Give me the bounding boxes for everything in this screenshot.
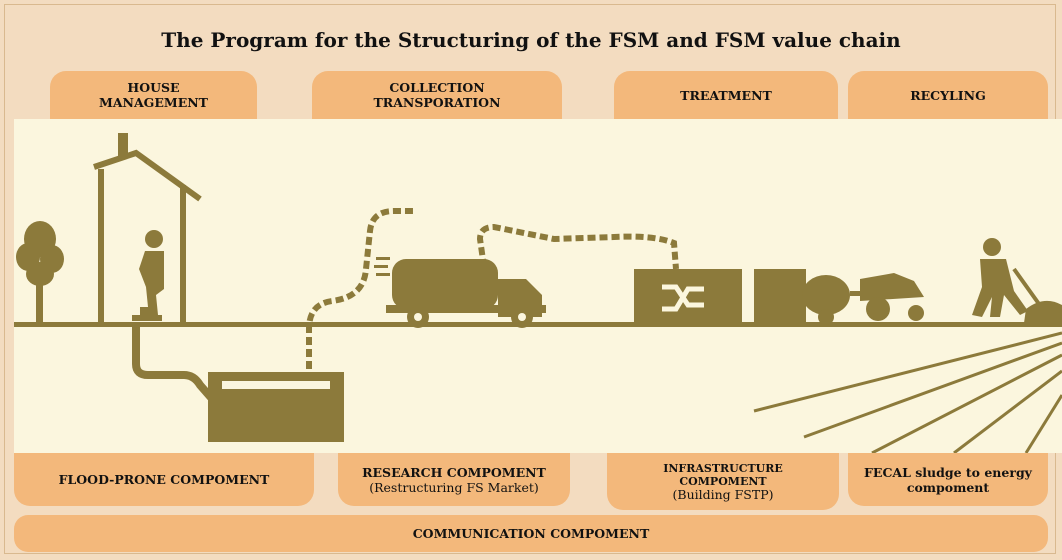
communication-component: COMMUNICATION COMPOMENT — [14, 515, 1048, 552]
research-component-label: RESEARCH COMPOMENT — [362, 464, 546, 480]
research-component-sublabel: (Restructuring FS Market) — [369, 479, 539, 495]
research-component: RESEARCH COMPOMENT (Restructuring FS Mar… — [338, 453, 570, 506]
infrastructure-component-sublabel: (Building FSTP) — [672, 487, 774, 502]
ground-line — [14, 322, 1062, 327]
stage-treatment: TREATMENT — [614, 71, 838, 119]
tractor-icon — [802, 273, 924, 325]
fecal-sludge-energy-component: FECAL sludge to energy compoment — [848, 453, 1048, 506]
fsm-value-chain-illustration — [14, 119, 1062, 453]
infrastructure-component: INFRASTRUCTURE COMPOMENT (Building FSTP) — [607, 453, 839, 510]
farmer-icon — [972, 238, 1062, 323]
flood-prone-component-label: FLOOD-PRONE COMPOMENT — [58, 472, 270, 487]
infrastructure-component-label: INFRASTRUCTURE COMPOMENT — [663, 462, 783, 488]
septic-tank-icon — [208, 372, 344, 442]
treatment-plant-icon — [634, 269, 806, 325]
vacuum-hose — [306, 208, 416, 381]
illustration-svg — [14, 133, 1062, 453]
stage-house-management: HOUSE MANAGEMENT — [50, 71, 257, 119]
diagram-title: The Program for the Structuring of the F… — [161, 28, 901, 52]
fecal-sludge-energy-component-label: FECAL sludge to energy compoment — [864, 464, 1032, 495]
field-furrows — [753, 331, 1062, 453]
flood-prone-component: FLOOD-PRONE COMPOMENT — [14, 453, 314, 506]
latrine-icon — [93, 133, 218, 404]
stage-collection-transportation: COLLECTION TRANSPORATION — [312, 71, 562, 119]
vacuum-truck-icon — [374, 257, 546, 328]
tree-icon — [16, 221, 64, 324]
transfer-hose — [476, 223, 679, 270]
stage-recycling: RECYLING — [848, 71, 1048, 119]
